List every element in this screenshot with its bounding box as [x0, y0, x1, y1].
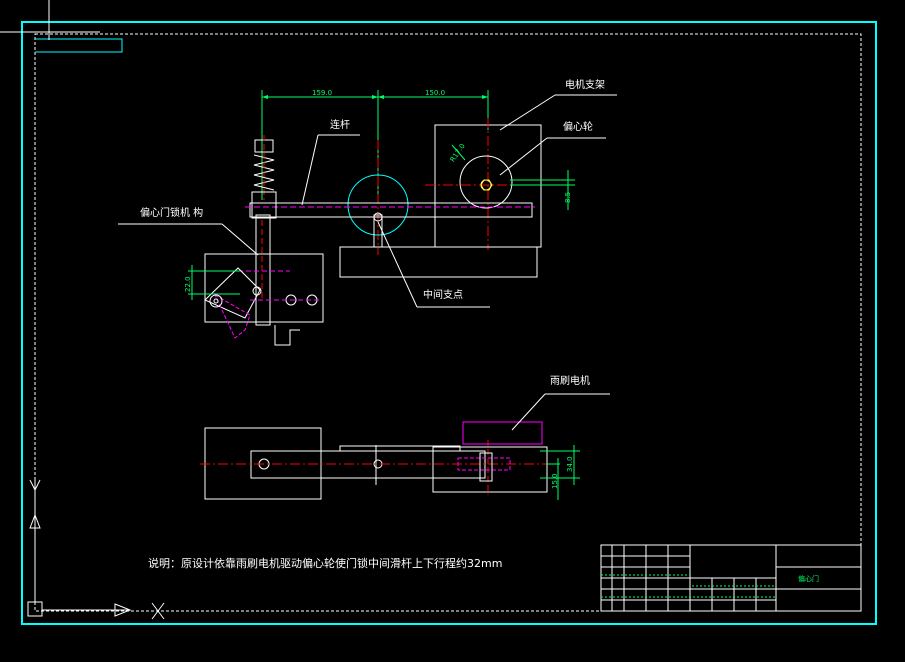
base-plate	[339, 246, 538, 278]
inner-frame	[34, 33, 862, 612]
top-dimension	[261, 90, 489, 200]
dim-bar-offset: 15.0	[551, 473, 559, 489]
door-height-dimension	[188, 265, 240, 300]
leader-wiper-motor	[511, 393, 546, 431]
dim-left-span: 159.0	[312, 89, 332, 97]
door-lock-mechanism	[204, 214, 324, 346]
lower-view	[200, 421, 555, 500]
label-door-mechanism: 偏心门锁机 构	[140, 206, 203, 219]
outer-frame	[21, 21, 877, 625]
leader-connecting-rod	[301, 134, 319, 206]
eccentric-wheel-outline	[459, 155, 513, 209]
label-connecting-rod: 连杆	[330, 118, 350, 131]
dim-right-span: 150.0	[425, 89, 445, 97]
label-wiper-motor: 雨刷电机	[550, 374, 590, 387]
dim-radius: R17.0	[449, 142, 467, 163]
offset-dimension	[510, 170, 575, 210]
lower-dimensions	[540, 445, 580, 500]
design-note: 说明：原设计依靠雨刷电机驱动偏心轮使门锁中间滑杆上下行程约32mm	[148, 556, 502, 570]
leader-middle-fulcrum	[377, 221, 418, 308]
label-eccentric-wheel: 偏心轮	[563, 120, 593, 133]
ucs-icon	[27, 479, 165, 620]
eccentric-nut	[480, 179, 493, 191]
leader-motor-bracket	[499, 94, 556, 131]
top-tab	[35, 38, 123, 53]
dim-door-height: 22.0	[184, 276, 192, 292]
label-motor-bracket: 电机支架	[565, 78, 605, 91]
spring-assembly	[251, 135, 277, 219]
radius-leader	[451, 144, 466, 161]
label-middle-fulcrum: 中间支点	[423, 288, 463, 301]
dim-offset: 8.5	[564, 192, 572, 203]
leader-eccentric-wheel	[499, 137, 548, 176]
dim-bar-width: 34.0	[566, 456, 574, 472]
fulcrum-circle	[347, 174, 409, 236]
title-block	[600, 544, 862, 612]
connecting-rod	[249, 202, 533, 218]
title-drawing-name: 偏心门	[798, 574, 819, 583]
